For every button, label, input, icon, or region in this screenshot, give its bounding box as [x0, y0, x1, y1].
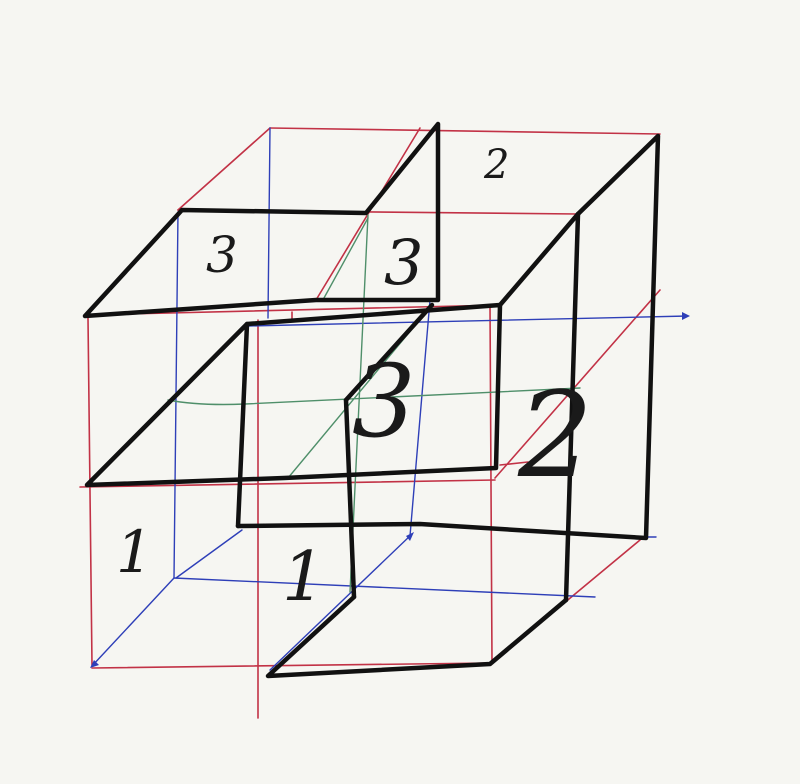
label-1-front-left: 1	[116, 518, 153, 586]
red-right-face-row	[499, 461, 529, 466]
red-front-bottom-edge	[91, 662, 491, 669]
red-front-right-edge	[489, 304, 493, 664]
black-right-column-top-join	[497, 211, 581, 308]
blue-middle-row	[247, 315, 689, 327]
blue-arrow-tips	[90, 312, 690, 668]
black-center-box-left	[235, 321, 250, 529]
red-front-left-edge	[87, 317, 93, 666]
label-3-center: 3	[352, 343, 416, 460]
blue-depth-diag-mid	[175, 529, 243, 579]
black-inner-diag	[343, 302, 435, 403]
blue-back-left-vertical	[267, 127, 271, 319]
label-1-center-bottom: 1	[282, 538, 325, 617]
black-bottom-step	[265, 594, 569, 679]
label-2-top-right: 2	[483, 142, 509, 188]
red-back-top-left-diag	[177, 127, 271, 211]
arrow-tip-center	[406, 532, 414, 541]
black-center-box	[84, 302, 503, 488]
black-inner-vertical	[343, 397, 357, 600]
blue-inner-vertical-right	[409, 299, 431, 537]
black-right-column	[235, 133, 661, 541]
red-right-face-diag-1	[494, 289, 661, 479]
blue-back-bottom-row	[173, 577, 596, 598]
label-2-right-face: 2	[517, 366, 593, 504]
arrow-tip-left-bottom	[90, 660, 99, 668]
label-3-top-middle: 3	[384, 226, 423, 299]
black-top-slab	[82, 121, 441, 319]
green-top-diag	[323, 217, 369, 299]
label-3-top-left: 3	[206, 226, 238, 284]
red-back-top-edge	[269, 127, 661, 135]
blue-depth-diag-left	[91, 577, 175, 667]
red-front-middle-row	[79, 479, 496, 488]
arrow-tip-right	[682, 312, 690, 320]
black-solid-outline	[82, 121, 661, 679]
black-right-column-front-edge	[563, 211, 581, 603]
blue-depth-diag-center	[269, 533, 413, 671]
